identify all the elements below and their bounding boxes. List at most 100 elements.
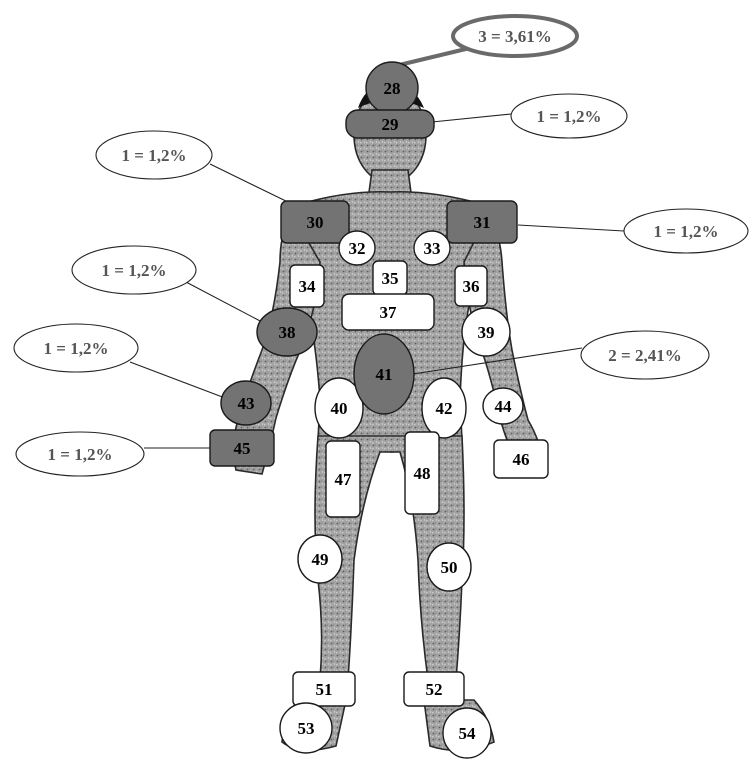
region-53-label: 53 <box>298 719 315 738</box>
region-53: 53 <box>279 702 333 754</box>
region-54-label: 54 <box>459 724 477 743</box>
callout-45: 1 = 1,2% <box>15 431 145 477</box>
region-53-circle <box>279 702 333 754</box>
region-35-label: 35 <box>382 269 399 288</box>
region-37-rect <box>341 293 435 331</box>
regions-layer: 28 29 30 31 32 33 34 35 36 37 38 39 40 41 42 43 44 45 46 47… <box>209 61 549 759</box>
callouts-layer: 3 = 3,61% 1 = 1,2% 1 = 1,2% 1 = 1,2% 1 = 1,2… <box>13 14 749 477</box>
region-46-rect <box>493 439 549 479</box>
region-49-label: 49 <box>312 550 329 569</box>
region-52-label: 52 <box>426 680 443 699</box>
callout-bubble <box>13 323 139 373</box>
leader-line-29 <box>431 113 512 123</box>
region-31: 31 <box>446 200 518 244</box>
region-36-rect <box>454 265 488 307</box>
region-54-circle <box>442 707 492 759</box>
region-49: 49 <box>297 534 343 584</box>
callout-41: 2 = 2,41% <box>580 330 710 380</box>
leader-lines <box>129 46 625 449</box>
region-50: 50 <box>426 542 472 592</box>
region-47-rect <box>325 440 361 518</box>
region-38-circle <box>256 307 318 357</box>
region-41-ellipse <box>353 333 415 415</box>
region-40: 40 <box>314 377 364 439</box>
region-42-label: 42 <box>436 399 453 418</box>
region-34-rect <box>289 264 325 308</box>
callout-text: 1 = 1,2% <box>44 339 109 358</box>
region-30-rect <box>280 200 350 244</box>
leader-line-43 <box>129 361 226 399</box>
region-52: 52 <box>403 671 465 707</box>
callout-text: 2 = 2,41% <box>608 346 681 365</box>
region-32-label: 32 <box>349 239 366 258</box>
region-36-label: 36 <box>463 277 480 296</box>
region-37: 37 <box>341 293 435 331</box>
callout-bubble <box>623 208 749 254</box>
leader-line-31 <box>517 224 625 232</box>
region-31-rect <box>446 200 518 244</box>
region-46: 46 <box>493 439 549 479</box>
region-28: 28 <box>365 61 419 115</box>
region-43-label: 43 <box>238 394 255 413</box>
callout-bubble <box>510 93 628 139</box>
region-42: 42 <box>421 377 467 439</box>
region-52-rect <box>403 671 465 707</box>
region-30: 30 <box>280 200 350 244</box>
region-54: 54 <box>442 707 492 759</box>
region-51: 51 <box>292 671 356 707</box>
region-49-circle <box>297 534 343 584</box>
region-39-circle <box>461 307 511 357</box>
leader-line-28 <box>394 46 471 68</box>
callout-text: 3 = 3,61% <box>478 27 551 46</box>
region-29-label: 29 <box>382 115 399 134</box>
region-37-label: 37 <box>380 303 398 322</box>
region-41: 41 <box>353 333 415 415</box>
region-39-label: 39 <box>478 323 495 342</box>
region-45-rect <box>209 429 275 467</box>
region-38-label: 38 <box>279 323 296 342</box>
region-51-label: 51 <box>316 680 333 699</box>
region-45: 45 <box>209 429 275 467</box>
region-43-circle <box>220 380 272 426</box>
region-43: 43 <box>220 380 272 426</box>
region-35: 35 <box>372 260 408 296</box>
region-33-circle <box>413 230 451 266</box>
callout-text: 1 = 1,2% <box>122 146 187 165</box>
leader-line-41 <box>399 347 583 377</box>
callout-bubble <box>95 130 213 180</box>
region-50-label: 50 <box>441 558 458 577</box>
region-40-label: 40 <box>331 399 348 418</box>
callout-text: 1 = 1,2% <box>537 107 602 126</box>
region-44-label: 44 <box>495 397 513 416</box>
leader-line-30 <box>209 163 293 205</box>
callout-31: 1 = 1,2% <box>623 208 749 254</box>
region-34: 34 <box>289 264 325 308</box>
region-47: 47 <box>325 440 361 518</box>
region-44-circle <box>482 387 524 425</box>
region-33-label: 33 <box>424 239 441 258</box>
region-28-label: 28 <box>384 79 401 98</box>
callout-28: 3 = 3,61% <box>451 14 579 58</box>
region-30-label: 30 <box>307 213 324 232</box>
region-50-circle <box>426 542 472 592</box>
region-38: 38 <box>256 307 318 357</box>
callout-bubble <box>580 330 710 380</box>
region-48: 48 <box>404 431 440 515</box>
region-41-label: 41 <box>376 365 393 384</box>
region-31-label: 31 <box>474 213 491 232</box>
region-29-rect <box>345 109 435 139</box>
region-32-circle <box>338 230 376 266</box>
region-32: 32 <box>338 230 376 266</box>
region-45-label: 45 <box>234 439 251 458</box>
region-33: 33 <box>413 230 451 266</box>
callout-text: 1 = 1,2% <box>48 445 113 464</box>
leader-line-38 <box>185 281 263 323</box>
callout-bubble <box>71 245 197 295</box>
region-42-ellipse <box>421 377 467 439</box>
region-36: 36 <box>454 265 488 307</box>
region-48-rect <box>404 431 440 515</box>
callout-text: 1 = 1,2% <box>102 261 167 280</box>
region-51-rect <box>292 671 356 707</box>
region-34-label: 34 <box>299 277 317 296</box>
